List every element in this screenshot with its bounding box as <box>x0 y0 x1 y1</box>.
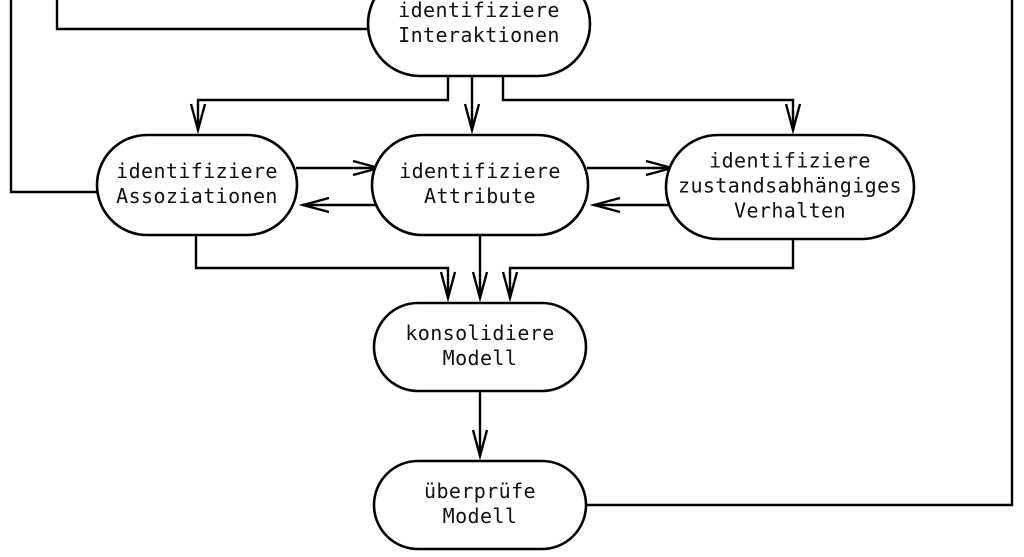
arrowhead-icon <box>501 271 519 303</box>
node-label-line: identifiziere <box>709 149 871 173</box>
node-label-line: Assoziationen <box>116 184 278 208</box>
edge-interaktionen-to-verhalten <box>501 76 802 135</box>
node-label-line: identifiziere <box>116 159 278 183</box>
node-label-line: Verhalten <box>734 199 846 223</box>
arrowhead-icon <box>298 196 330 214</box>
edge-konsolidiere-to-ueberpruefe <box>471 391 489 461</box>
edge-feedback-left-to-assoziationen <box>9 0 100 194</box>
node-label-line: identifiziere <box>399 159 561 183</box>
node-shape[interactable] <box>664 133 916 241</box>
edge-verhalten-to-attribute <box>589 196 681 214</box>
node-label-line: überprüfe <box>424 479 536 503</box>
node-label-line: Interaktionen <box>398 23 560 47</box>
arrowhead-icon <box>439 271 457 303</box>
edges-layer <box>9 0 1014 507</box>
node-shape[interactable] <box>366 0 592 78</box>
node-label-line: zustandsabhängiges <box>678 174 902 198</box>
arrowhead-icon <box>471 429 489 461</box>
node-label-line: Modell <box>443 504 518 528</box>
edge-assoziationen-to-attribute <box>296 159 384 177</box>
arrowhead-icon <box>589 196 621 214</box>
node-shape[interactable] <box>95 133 299 237</box>
edge-attribute-to-konsolidiere <box>471 234 489 303</box>
edge-feedback-top-to-interaktionen <box>55 0 370 31</box>
node-shape[interactable] <box>372 459 588 551</box>
edge-path <box>9 0 100 194</box>
edge-path <box>501 76 795 130</box>
edge-assoziationen-to-konsolidiere <box>194 234 457 303</box>
arrowhead-icon <box>471 271 489 303</box>
edge-path <box>55 0 370 31</box>
edge-path <box>196 76 450 130</box>
edge-path <box>508 239 795 298</box>
node-label-line: Modell <box>443 346 518 370</box>
arrowhead-icon <box>784 103 802 135</box>
node-shape[interactable] <box>370 133 590 237</box>
edge-interaktionen-to-assoziationen <box>189 76 450 135</box>
arrowhead-icon <box>463 103 481 135</box>
node-label-line: konsolidiere <box>405 321 554 345</box>
edge-attribute-to-verhalten <box>587 159 677 177</box>
edge-path <box>194 234 450 298</box>
nodes-layer: identifiziereInteraktionenidentifiziereA… <box>95 0 916 551</box>
node-shape[interactable] <box>372 301 588 393</box>
node-label-line: identifiziere <box>398 0 560 22</box>
edge-verhalten-to-konsolidiere <box>501 239 795 303</box>
edge-interaktionen-to-attribute <box>463 76 481 135</box>
node-label-line: Attribute <box>424 184 536 208</box>
edge-path <box>586 0 1014 507</box>
arrowhead-icon <box>189 103 207 135</box>
edge-ueberpruefe-feedback-right <box>586 0 1014 507</box>
